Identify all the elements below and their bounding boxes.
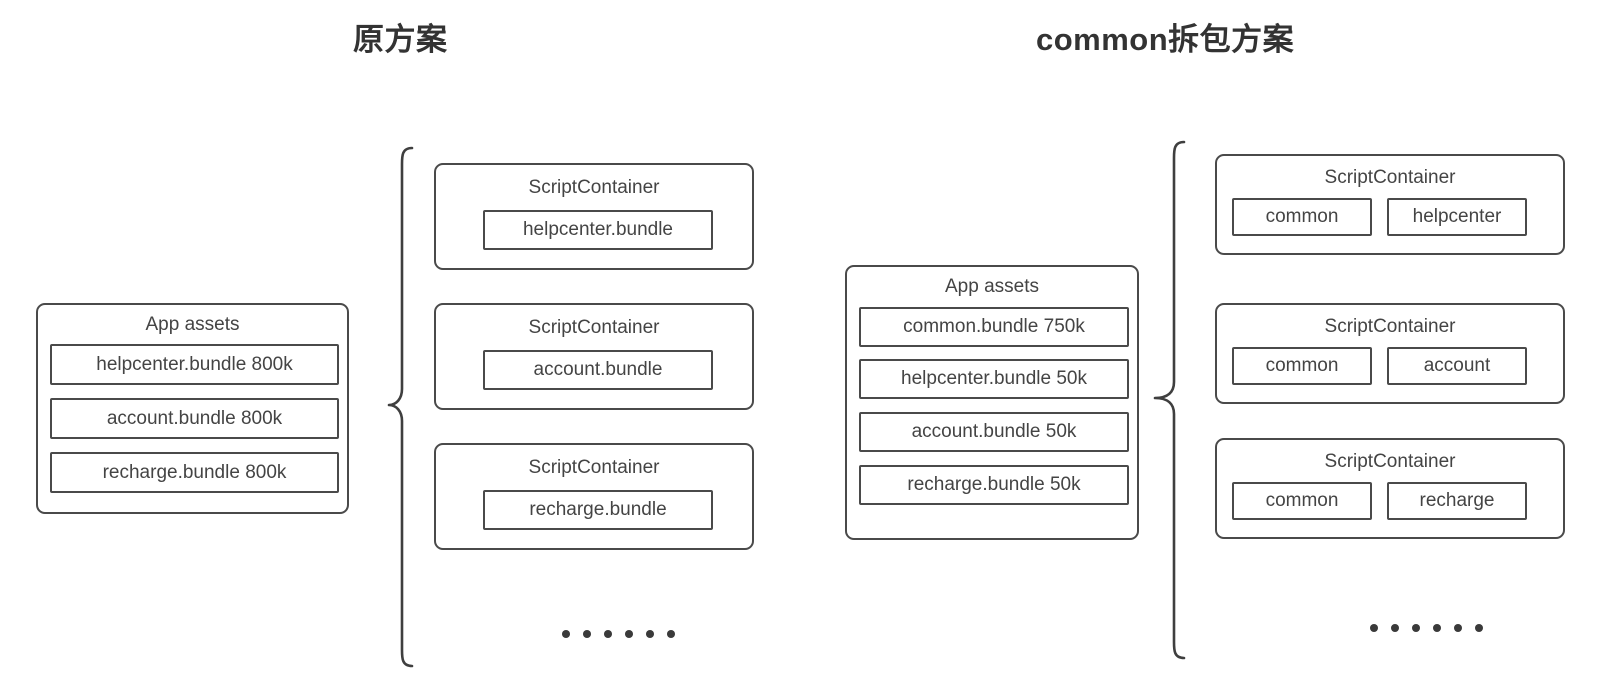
ellipsis-dot bbox=[1412, 624, 1420, 632]
ellipsis-dot bbox=[646, 630, 654, 638]
bundle-chip-common: common bbox=[1232, 198, 1372, 236]
app-assets-card-common-split: App assets common.bundle 750k helpcenter… bbox=[845, 265, 1139, 540]
script-container-title: ScriptContainer bbox=[528, 457, 660, 478]
bundle-row-helpcenter: helpcenter.bundle 50k bbox=[859, 359, 1129, 399]
scheme-title-common-split: common拆包方案 bbox=[1036, 22, 1295, 57]
bundle-chip-recharge: recharge.bundle bbox=[483, 490, 713, 530]
ellipsis-dot bbox=[667, 630, 675, 638]
script-container-title: ScriptContainer bbox=[528, 177, 660, 198]
script-container-title: ScriptContainer bbox=[528, 317, 660, 338]
brace-right-icon bbox=[1153, 140, 1186, 660]
scheme-title-original: 原方案 bbox=[353, 22, 448, 57]
ellipsis-dot bbox=[604, 630, 612, 638]
ellipsis-dot bbox=[583, 630, 591, 638]
ellipsis-dot bbox=[1475, 624, 1483, 632]
brace-left bbox=[386, 144, 416, 675]
bundle-row-account: account.bundle 50k bbox=[859, 412, 1129, 452]
script-container-title: ScriptContainer bbox=[1324, 316, 1456, 337]
bundle-row-recharge: recharge.bundle 50k bbox=[859, 465, 1129, 505]
ellipsis-dot bbox=[1391, 624, 1399, 632]
app-assets-card-original: App assets helpcenter.bundle 800k accoun… bbox=[36, 303, 349, 514]
ellipsis-left bbox=[562, 630, 675, 638]
app-assets-title: App assets bbox=[145, 314, 240, 335]
ellipsis-dot bbox=[1454, 624, 1462, 632]
ellipsis-dot bbox=[625, 630, 633, 638]
bundle-chip-recharge: recharge bbox=[1387, 482, 1527, 520]
app-assets-title: App assets bbox=[945, 276, 1039, 297]
bundle-row-recharge: recharge.bundle 800k bbox=[50, 452, 339, 493]
bundle-row-helpcenter: helpcenter.bundle 800k bbox=[50, 344, 339, 385]
brace-left-icon bbox=[387, 146, 414, 668]
script-container-common-account: ScriptContainer common account bbox=[1215, 303, 1565, 404]
bundle-chip-helpcenter: helpcenter bbox=[1387, 198, 1527, 236]
bundle-chip-common: common bbox=[1232, 347, 1372, 385]
ellipsis-dot bbox=[1370, 624, 1378, 632]
bundle-chip-helpcenter: helpcenter.bundle bbox=[483, 210, 713, 250]
brace-right bbox=[1150, 138, 1188, 667]
script-container-title: ScriptContainer bbox=[1324, 451, 1456, 472]
script-container-account: ScriptContainer account.bundle bbox=[434, 303, 754, 410]
ellipsis-dot bbox=[562, 630, 570, 638]
bundle-row-common: common.bundle 750k bbox=[859, 307, 1129, 347]
bundle-chip-common: common bbox=[1232, 482, 1372, 520]
bundle-chip-account: account bbox=[1387, 347, 1527, 385]
script-container-common-helpcenter: ScriptContainer common helpcenter bbox=[1215, 154, 1565, 255]
bundle-row-account: account.bundle 800k bbox=[50, 398, 339, 439]
script-container-recharge: ScriptContainer recharge.bundle bbox=[434, 443, 754, 550]
ellipsis-right bbox=[1370, 624, 1483, 632]
script-container-common-recharge: ScriptContainer common recharge bbox=[1215, 438, 1565, 539]
script-container-helpcenter: ScriptContainer helpcenter.bundle bbox=[434, 163, 754, 270]
script-container-title: ScriptContainer bbox=[1324, 167, 1456, 188]
ellipsis-dot bbox=[1433, 624, 1441, 632]
bundle-chip-account: account.bundle bbox=[483, 350, 713, 390]
